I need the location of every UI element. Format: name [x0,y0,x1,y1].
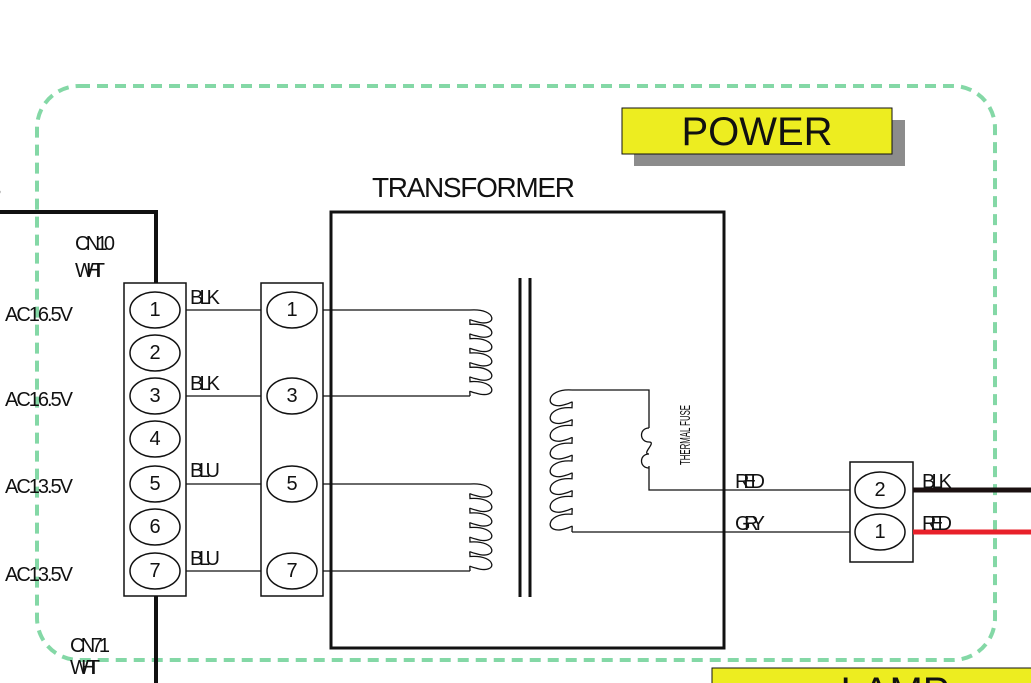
coil [549,389,573,533]
pin-number: 1 [149,299,160,321]
pin-oval [129,377,181,415]
pin-number: 3 [149,385,160,407]
power-title: POWER [681,110,832,154]
lamp-title: LAMP [841,670,950,683]
lamp-title-box [711,667,1031,683]
voltage-label: AC16.5V [5,304,74,326]
transformer-body [329,210,726,650]
wire [648,466,850,491]
wire-label: RED [735,471,765,493]
harness-top [0,210,158,283]
pin-oval [129,291,181,329]
transformer-connector [260,282,324,597]
power-section-boundary [35,84,997,662]
thermal-fuse-symbol [640,427,652,469]
pin-number: 5 [286,473,297,495]
pin-number: 5 [149,473,160,495]
cn71-name: CN71 [70,635,110,657]
clipped-label: B [0,179,1,201]
pin-number: 7 [286,560,297,582]
pin-oval [129,420,181,458]
transformer-label: TRANSFORMER [372,172,575,203]
pin-oval [266,291,318,329]
pin-number: 3 [286,385,297,407]
cn10-color: WHT [75,260,105,282]
voltage-label: AC16.5V [5,389,74,411]
pin-number: 1 [286,299,297,321]
pin-oval [266,465,318,503]
cn71-color: WHT [70,657,100,679]
coil [469,483,493,572]
wire-label: GRY [735,513,765,535]
voltage-label: AC13.5V [5,476,74,498]
pin-oval [129,552,181,590]
power-title-box [621,107,893,155]
cn10-name: CN10 [75,233,115,255]
pin-number: 6 [149,516,160,538]
wire-label: BLK [190,373,221,395]
voltage-label: AC13.5V [5,564,74,586]
pin-oval [266,377,318,415]
pin-number: 4 [149,428,160,450]
pin-number: 2 [874,479,885,501]
pin-oval [129,465,181,503]
wire-label: BLK [190,287,221,309]
thermal-fuse-label: THERMAL FUSE [677,405,694,465]
wire-label: BLU [190,548,220,570]
pin-number: 7 [149,560,160,582]
wire [572,389,650,428]
pin-oval [129,508,181,546]
wire-label: BLK [922,471,953,493]
pin-oval [854,471,906,509]
pin-number: 2 [149,342,160,364]
wire-label: RED [922,513,952,535]
coil [469,309,493,397]
pin-number: 1 [874,521,885,543]
pin-oval [854,513,906,551]
pin-oval [266,552,318,590]
pin-oval [129,334,181,372]
wire-label: BLU [190,460,220,482]
